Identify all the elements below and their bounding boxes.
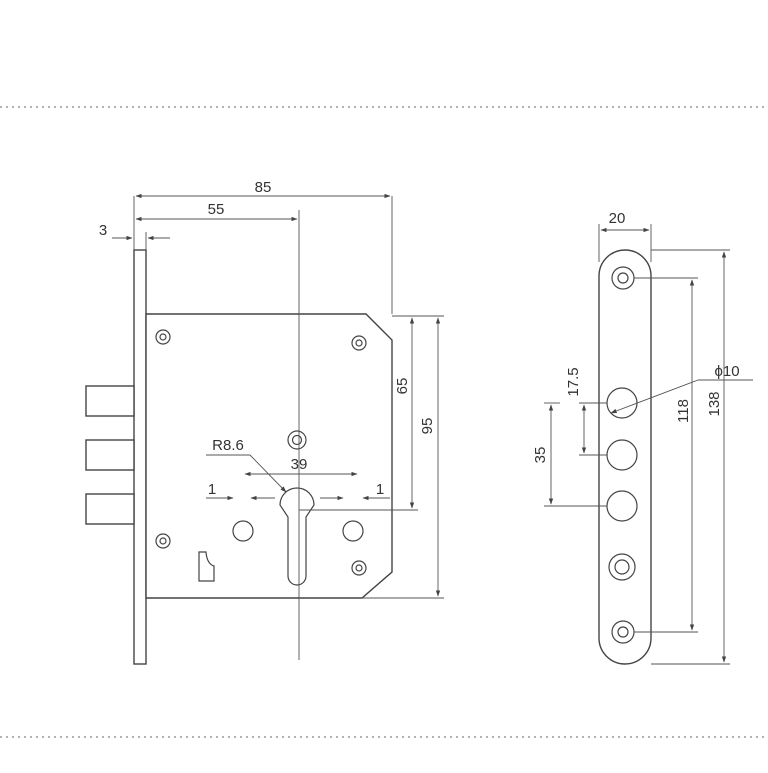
dimension-case-height: 95	[362, 315, 444, 599]
dimension-cylinder-radius: R8.6	[206, 437, 287, 493]
dimension-hole-spacing: 39	[244, 456, 358, 477]
dimension-backset: 55	[135, 201, 298, 222]
dimension-plate-length: 138	[651, 249, 730, 665]
strike-plate-body	[598, 249, 652, 665]
dimension-clearance-right: 1	[320, 481, 390, 501]
plate-hole-5	[608, 553, 636, 581]
dim-faceplate-label: 3	[99, 222, 107, 239]
latch-bolt-2	[85, 439, 135, 471]
faceplate	[133, 249, 147, 665]
bracket-notch	[198, 551, 215, 582]
lock-case	[145, 313, 393, 599]
dim-plate-length-label: 138	[706, 391, 723, 416]
dimension-hole-spacing-plate: 35	[532, 402, 607, 507]
dim-clearance-right-label: 1	[376, 481, 384, 498]
cylinder-cutout	[279, 487, 315, 586]
dimension-hole-offset: 17.5	[565, 367, 607, 456]
latch-bolt-1	[85, 385, 135, 417]
screw-top-left	[155, 329, 171, 345]
screw-bottom-left	[155, 533, 171, 549]
dimension-faceplate: 3	[99, 222, 170, 250]
screw-bottom-right	[351, 560, 367, 576]
dim-plate-width-label: 20	[609, 210, 626, 227]
dim-backset-label: 55	[208, 201, 225, 218]
side-hole-left	[232, 520, 254, 542]
dim-clearance-left-label: 1	[208, 481, 216, 498]
dim-hole-diameter-label: ϕ10	[714, 363, 739, 380]
dim-hole-pitch-label: 118	[675, 399, 692, 423]
dim-plate-hole-spacing-label: 35	[532, 447, 549, 464]
dim-radius-label: R8.6	[212, 437, 244, 454]
dimension-clearance-left: 1	[206, 481, 275, 501]
dimension-plate-width: 20	[598, 210, 652, 262]
dim-width-label: 85	[255, 179, 272, 196]
screw-top-right	[351, 335, 367, 351]
dim-hole-spacing-label: 39	[291, 456, 308, 473]
dimension-spindle-height: 65	[299, 315, 418, 511]
lock-body	[85, 210, 393, 665]
spindle-hole	[287, 430, 307, 450]
dim-hole-offset-label: 17.5	[565, 367, 582, 396]
strike-plate	[598, 249, 652, 665]
dimension-hole-pitch: 118	[634, 277, 698, 633]
dim-case-height-label: 95	[419, 418, 436, 435]
latch-bolt-3	[85, 493, 135, 525]
side-hole-right	[342, 520, 364, 542]
dimension-width: 85	[133, 179, 393, 314]
dim-spindle-label: 65	[394, 378, 411, 395]
